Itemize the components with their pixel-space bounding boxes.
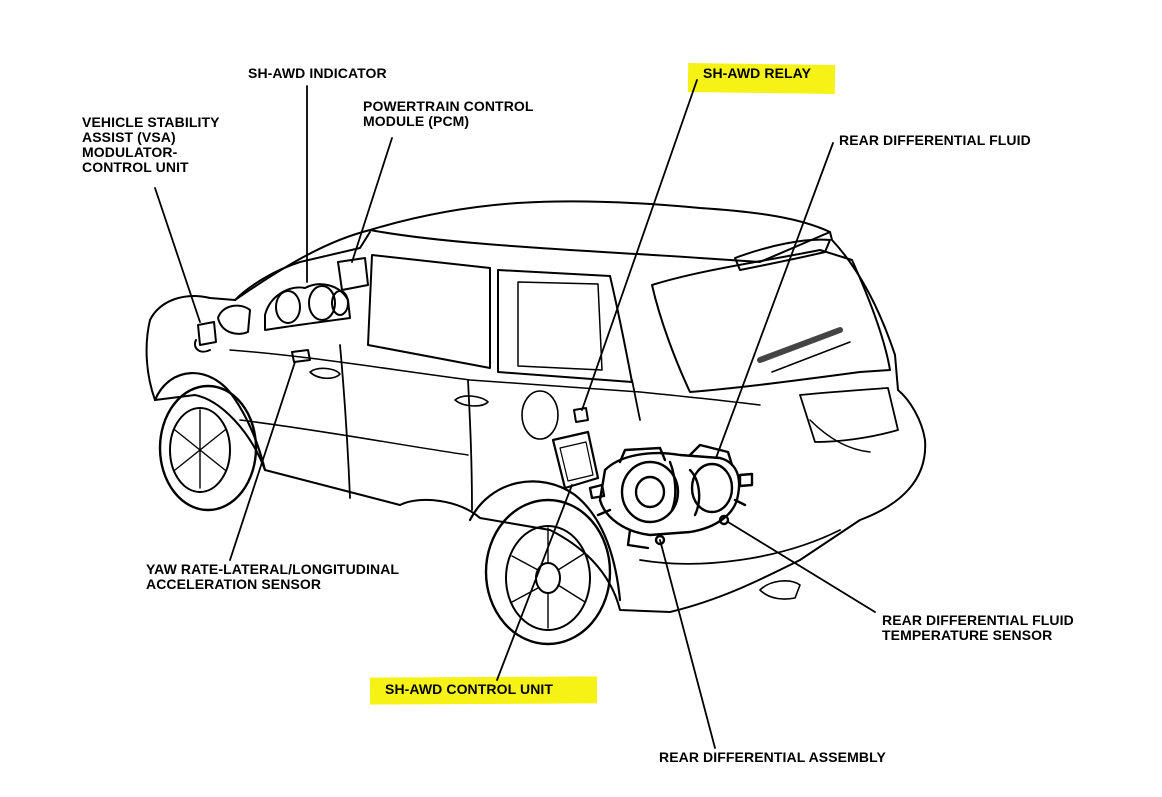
label-rear-differential-fluid: REAR DIFFERENTIAL FLUID	[839, 132, 1031, 148]
label-rear-differential-fluid-temperature-sensor: REAR DIFFERENTIAL FLUID TEMPERATURE SENS…	[882, 612, 1074, 643]
rear-tire	[484, 498, 612, 646]
vsa-unit	[194, 321, 217, 353]
label-yaw-rate-sensor: YAW RATE-LATERAL/LONGITUDINAL ACCELERATI…	[146, 561, 400, 592]
front-door-window	[367, 254, 491, 369]
label-pcm: POWERTRAIN CONTROL MODULE (PCM)	[363, 98, 534, 129]
yaw-sensor-box	[291, 349, 311, 363]
pcm-box	[337, 257, 369, 291]
sh-awd-control-unit-box	[551, 430, 600, 490]
door-seams	[339, 344, 641, 511]
front-tire	[158, 384, 258, 512]
sh-awd-relay-box	[573, 407, 589, 423]
roof-line	[369, 229, 831, 263]
leader-lines	[154, 79, 876, 749]
label-sh-awd-control-unit: SH-AWD CONTROL UNIT	[385, 681, 554, 697]
rear-differential-assembly	[588, 443, 754, 550]
rear-spoiler	[734, 238, 831, 271]
quarter-window	[517, 281, 603, 371]
windshield	[234, 231, 371, 301]
label-vsa-modulator-control-unit: VEHICLE STABILITY ASSIST (VSA) MODULATOR…	[82, 114, 220, 175]
label-rear-differential-assembly: REAR DIFFERENTIAL ASSEMBLY	[659, 749, 886, 765]
vehicle-body-outline	[145, 200, 927, 613]
rear-glass	[651, 249, 891, 393]
label-sh-awd-relay: SH-AWD RELAY	[703, 65, 812, 81]
label-sh-awd-indicator: SH-AWD INDICATOR	[248, 65, 387, 81]
side-mirror	[217, 304, 251, 335]
